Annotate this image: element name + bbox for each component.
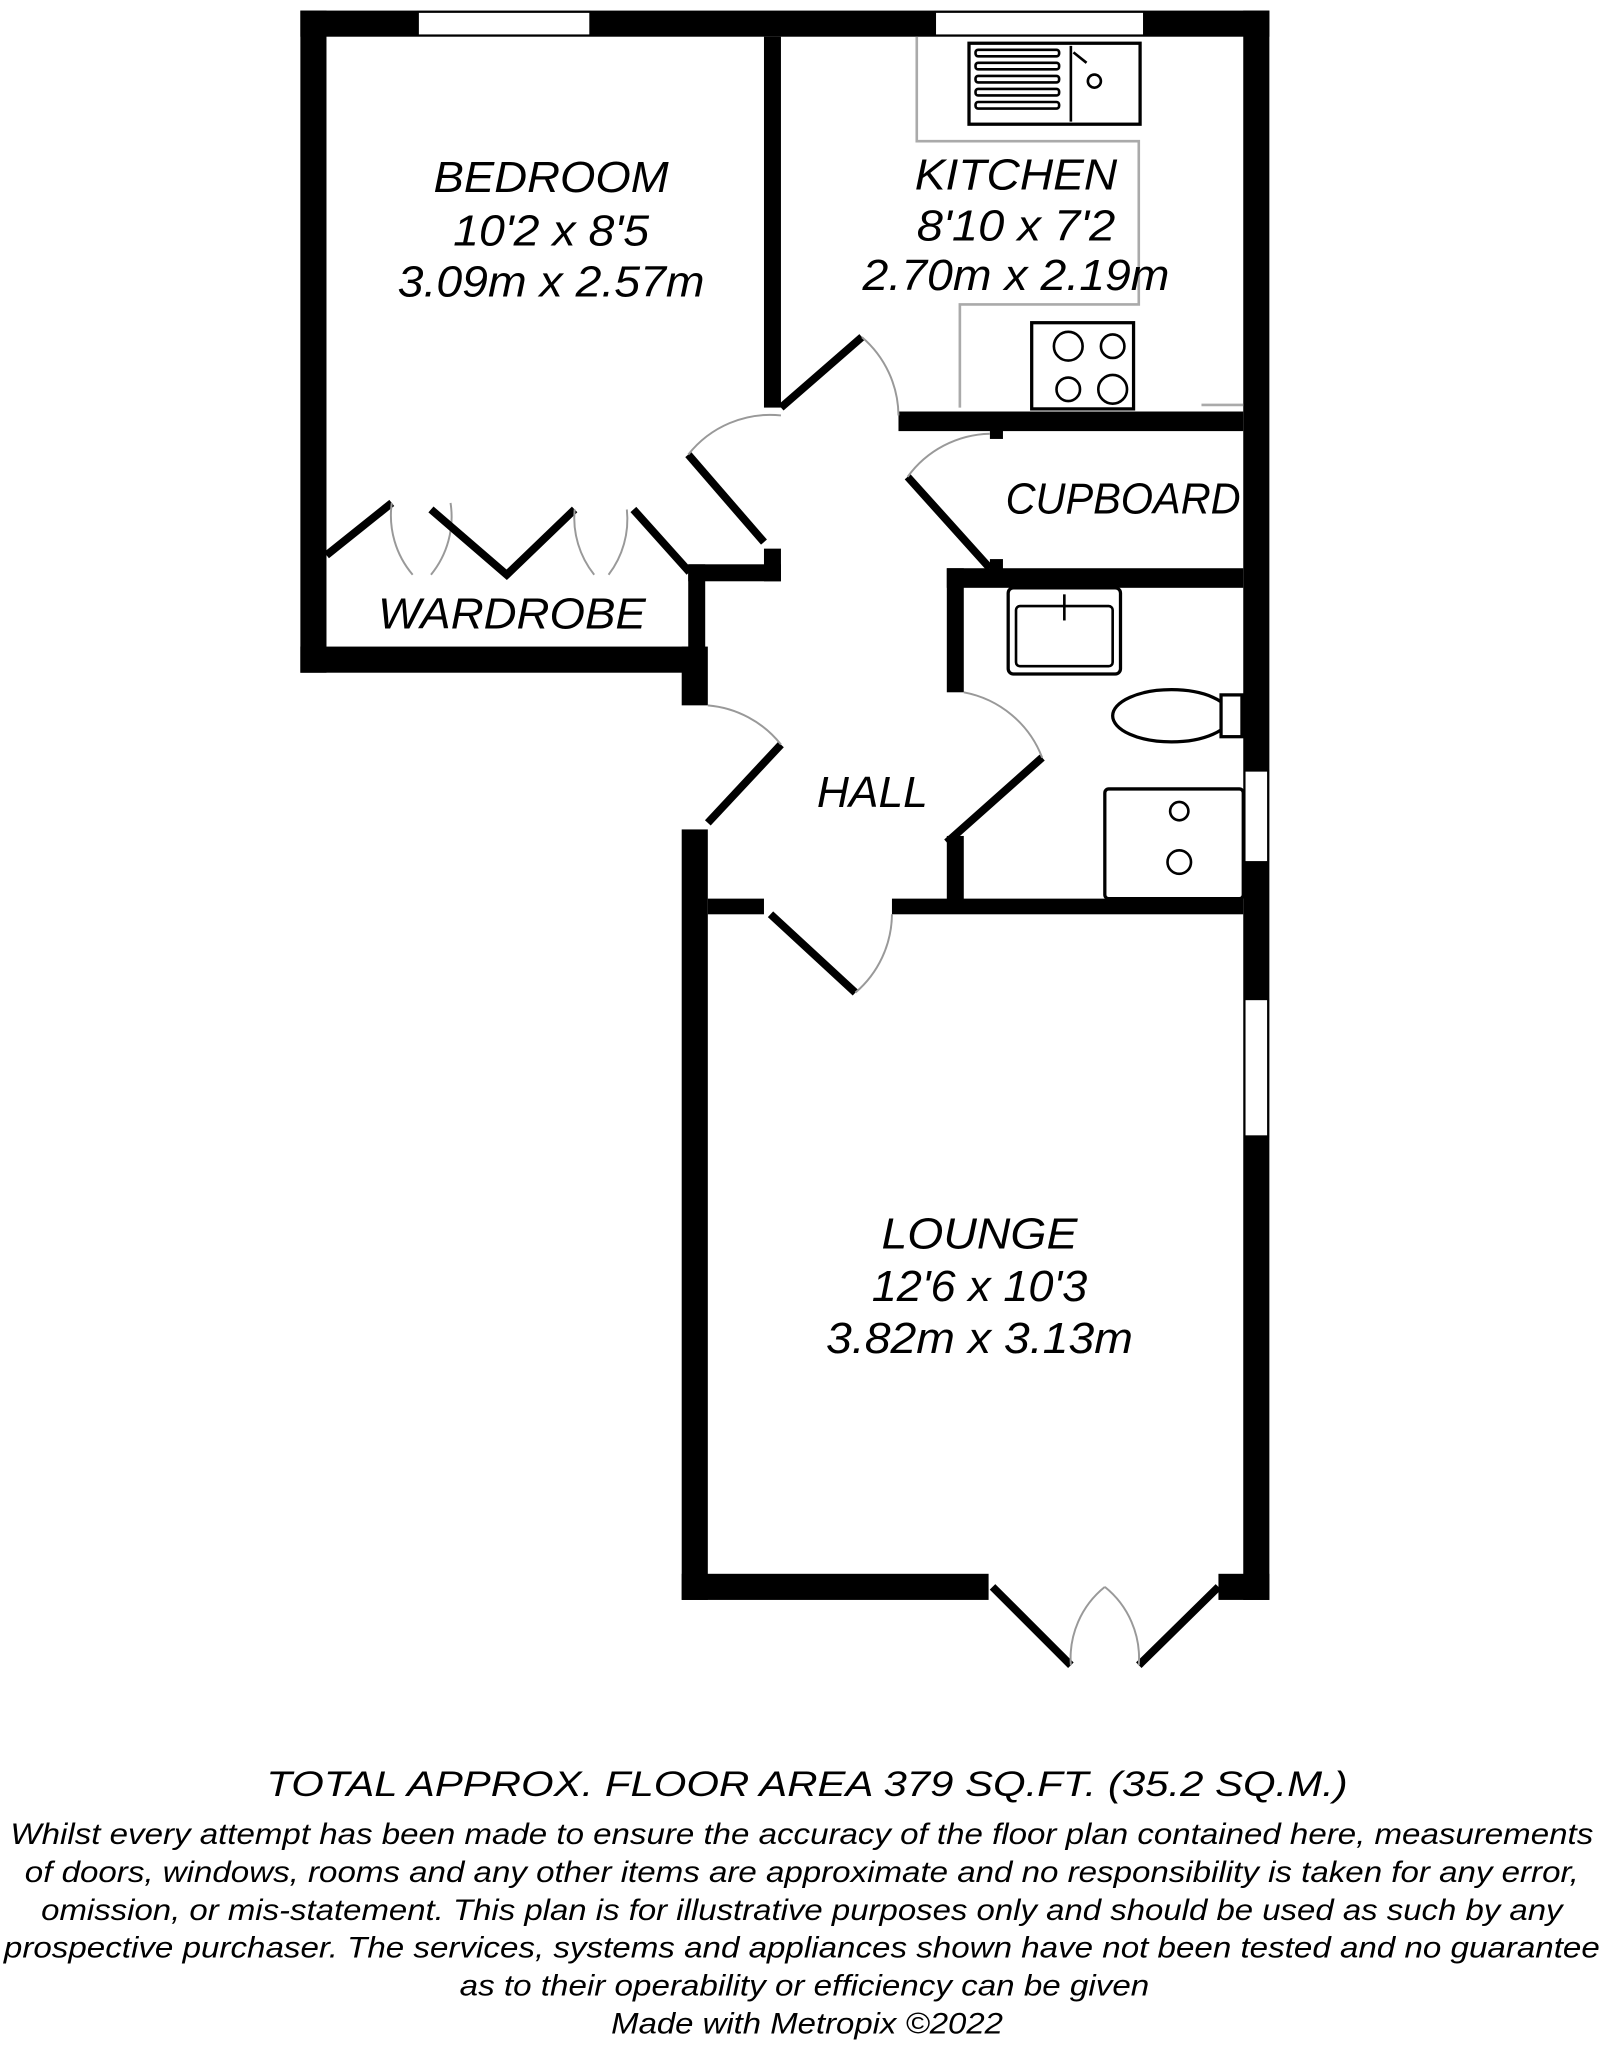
windows — [416, 10, 1270, 1138]
room-hall: HALL — [817, 769, 928, 817]
room-size-metric: 3.82m x 3.13m — [826, 1315, 1133, 1363]
footer: TOTAL APPROX. FLOOR AREA 379 SQ.FT. (35.… — [3, 1765, 1600, 2041]
total-floor-area: TOTAL APPROX. FLOOR AREA 379 SQ.FT. (35.… — [266, 1765, 1347, 1804]
basin-icon — [1006, 586, 1123, 676]
room-name: KITCHEN — [915, 152, 1118, 200]
disclaimer-line: of doors, windows, rooms and any other i… — [25, 1856, 1579, 1889]
toilet-icon — [1111, 688, 1244, 744]
room-kitchen: KITCHEN 8'10 x 7'2 2.70m x 2.19m — [861, 152, 1169, 301]
walls — [300, 10, 1270, 1600]
room-cupboard: CUPBOARD — [1006, 475, 1241, 523]
sink-icon — [967, 41, 1142, 126]
room-size-metric: 3.09m x 2.57m — [398, 259, 705, 307]
disclaimer-line: Whilst every attempt has been made to en… — [10, 1818, 1593, 1851]
room-size-imperial: 8'10 x 7'2 — [917, 202, 1116, 250]
room-wardrobe: WARDROBE — [378, 590, 647, 638]
room-name: LOUNGE — [882, 1211, 1079, 1259]
credit: Made with Metropix ©2022 — [611, 2007, 1003, 2040]
disclaimer-line: as to their operability or efficiency ca… — [460, 1970, 1150, 2003]
hob-icon — [1030, 321, 1136, 411]
room-lounge: LOUNGE 12'6 x 10'3 3.82m x 3.13m — [826, 1211, 1133, 1363]
disclaimer-line: omission, or mis-statement. This plan is… — [41, 1894, 1565, 1927]
kitchen-worktop — [915, 36, 1244, 408]
disclaimer-line: prospective purchaser. The services, sys… — [3, 1932, 1600, 1965]
shower-icon — [1103, 787, 1245, 901]
doors — [324, 334, 1222, 1669]
room-bedroom: BEDROOM 10'2 x 8'5 3.09m x 2.57m — [398, 154, 705, 306]
room-size-metric: 2.70m x 2.19m — [861, 252, 1169, 300]
room-size-imperial: 12'6 x 10'3 — [872, 1263, 1088, 1311]
room-name: BEDROOM — [434, 154, 669, 202]
room-size-imperial: 10'2 x 8'5 — [453, 208, 650, 256]
